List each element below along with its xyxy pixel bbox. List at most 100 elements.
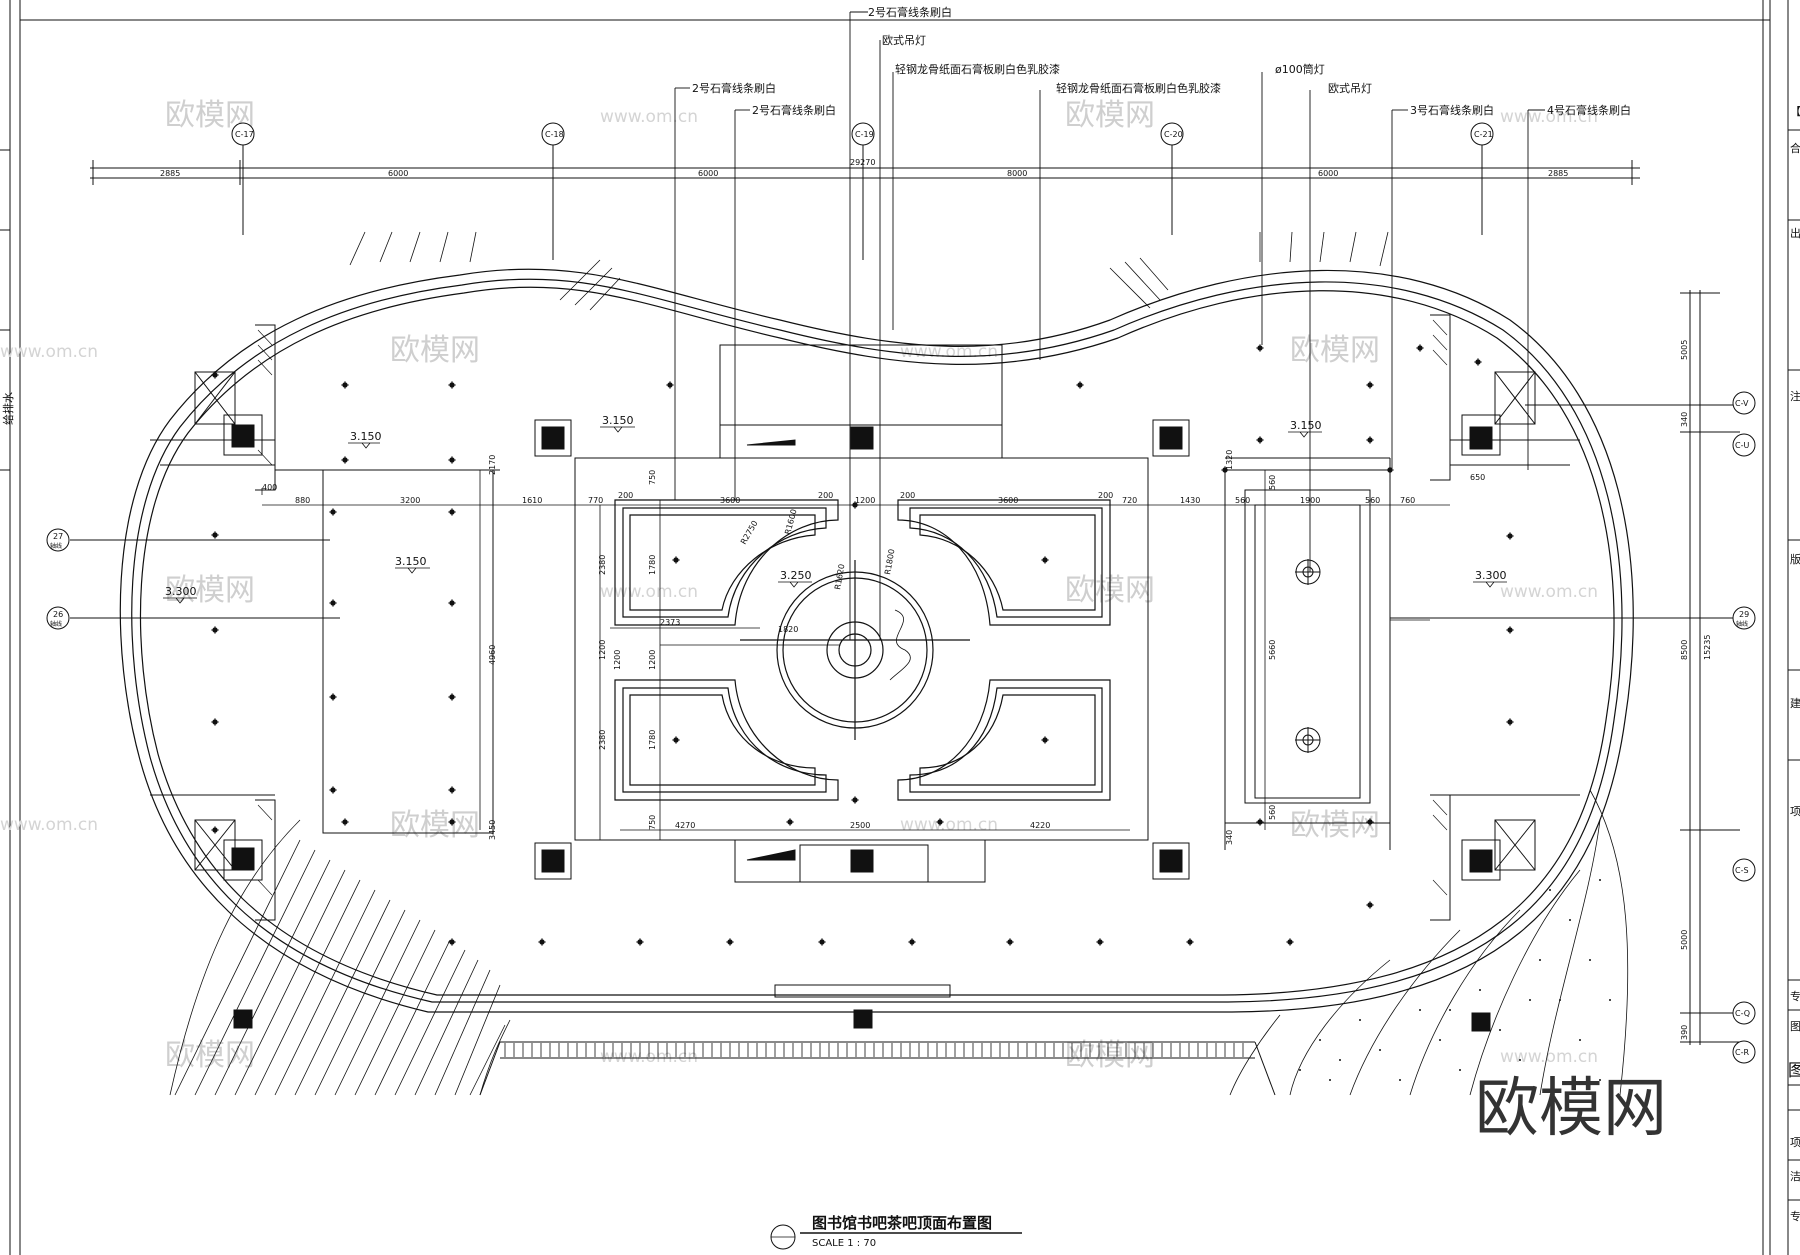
watermark: 欧模网 — [390, 808, 480, 843]
watermark-url: www.om.cn — [600, 107, 698, 127]
dim-top: 8000 — [1007, 169, 1027, 178]
axis-bubble — [541, 122, 565, 146]
ceiling-level: 3.150 — [395, 555, 427, 568]
axis-bubble — [851, 122, 875, 146]
column — [1159, 426, 1183, 450]
drawing-title-block: 图书馆书吧茶吧顶面布置图 SCALE 1 : 70 — [770, 1214, 1022, 1250]
axis-bubble — [1732, 1001, 1756, 1025]
dimension-values: 400 880 3200 1610 770 200 3600 200 1200 … — [262, 450, 1485, 845]
dim-top: 2885 — [1548, 169, 1568, 178]
dim-value: 1780 — [648, 730, 657, 750]
right-fixtures — [1295, 559, 1321, 753]
dim-value: 200 — [618, 491, 633, 500]
terrace-hatching — [169, 789, 1629, 1096]
axis-bubble — [1732, 391, 1756, 415]
watermark-url: www.om.cn — [0, 342, 98, 362]
callout-leaders — [674, 11, 1545, 640]
dim-value: 5660 — [1268, 640, 1277, 660]
dim-top: 6000 — [698, 169, 718, 178]
tb-9: 图 — [1788, 1061, 1800, 1081]
dim-right: 8500 — [1680, 640, 1689, 660]
column — [233, 1009, 253, 1029]
dim-right: 340 — [1680, 412, 1689, 427]
dim-value: 650 — [1470, 473, 1485, 482]
dim-value: 760 — [1400, 496, 1415, 505]
axis-label-left: 26 — [53, 610, 63, 619]
column — [853, 1009, 873, 1029]
callout-label: 轻钢龙骨纸面石膏板刷白色乳胶漆 — [895, 62, 1060, 76]
watermark-logo: 欧模网 — [1475, 1072, 1667, 1146]
dim-value: 4220 — [1030, 821, 1050, 830]
axis-label-right: C-R — [1735, 1048, 1749, 1057]
right-dimensions — [1525, 290, 1740, 1045]
axis-label-right: C-V — [1735, 399, 1749, 408]
callout-label: 2号石膏线条刷白 — [752, 103, 836, 117]
right-dim-values: 5005 340 8500 15235 5000 390 — [1680, 340, 1712, 1040]
ceiling-level: 3.150 — [350, 430, 382, 443]
dim-value: 200 — [818, 491, 833, 500]
axis-bubble — [46, 606, 70, 630]
dim-value: 340 — [1225, 830, 1234, 845]
watermark: 欧模网 — [165, 573, 255, 608]
column — [1471, 1012, 1491, 1032]
dim-value: 3200 — [400, 496, 420, 505]
dim-value: R1800 — [883, 548, 896, 575]
watermark-url: www.om.cn — [900, 815, 998, 835]
column — [1469, 426, 1493, 450]
axis-label-right: C-Q — [1735, 1009, 1750, 1018]
ceiling-level: 3.150 — [602, 414, 634, 427]
dim-value: 770 — [588, 496, 603, 505]
watermark-url: www.om.cn — [1500, 582, 1598, 602]
axis-label-right-mid: 29 — [1739, 610, 1749, 619]
panels-group — [614, 499, 1111, 801]
callout-label: 4号石膏线条刷白 — [1547, 103, 1631, 117]
dim-value: 2170 — [488, 455, 497, 475]
dim-value: 200 — [900, 491, 915, 500]
dim-value: R2750 — [739, 519, 760, 546]
side-label: 给排水 — [1, 392, 15, 425]
ceiling-level: 3.300 — [165, 585, 197, 598]
dim-value: 1610 — [522, 496, 542, 505]
column-cases — [223, 414, 1501, 881]
dim-value: 3600 — [998, 496, 1018, 505]
tb-8: 图 — [1790, 1020, 1800, 1033]
bottom-facade — [479, 984, 1276, 1096]
dim-top: 6000 — [1318, 169, 1338, 178]
tb-10: 项 — [1790, 1136, 1800, 1149]
tb-12: 专 — [1790, 1209, 1800, 1223]
left-ceiling-panel — [275, 469, 500, 834]
side-grid-axes: 27 轴线 26 轴线 29 轴线 — [46, 528, 1756, 630]
dim-value: 560 — [1365, 496, 1380, 505]
wall-hatch — [257, 319, 1448, 896]
callout-label: 欧式吊灯 — [1328, 82, 1372, 95]
column — [850, 426, 874, 450]
dim-value: R1620 — [833, 563, 846, 590]
tb-5: 建 — [1790, 696, 1800, 710]
watermark: 欧模网 — [1290, 333, 1380, 368]
dim-value: 750 — [648, 470, 657, 485]
dim-value: 1200 — [598, 640, 607, 660]
callout-label: 2号石膏线条刷白 — [868, 5, 952, 19]
watermark-url: www.om.cn — [1500, 107, 1598, 127]
central-ceiling — [574, 344, 1149, 883]
axis-sublabel: 轴线 — [50, 620, 62, 628]
dim-value: 560 — [1235, 496, 1250, 505]
top-hatching — [349, 231, 1389, 311]
dim-value: 1200 — [648, 650, 657, 670]
dim-value: 1320 — [1225, 450, 1234, 470]
dim-value: 200 — [1098, 491, 1113, 500]
dim-value: 3600 — [720, 496, 740, 505]
facade-ticks — [504, 1043, 1244, 1057]
axis-label-top: C-17 — [235, 130, 254, 139]
callout-label: ø100筒灯 — [1275, 62, 1325, 76]
dim-value: 4270 — [675, 821, 695, 830]
watermark: 欧模网 — [1290, 808, 1380, 843]
tb-1: 合 — [1790, 141, 1800, 155]
dim-value: 560 — [1268, 475, 1277, 490]
columns — [231, 424, 1493, 1032]
column — [1159, 849, 1183, 873]
tb-3: 注 — [1790, 389, 1800, 403]
dim-right: 390 — [1680, 1025, 1689, 1040]
axis-label-top: C-21 — [1474, 130, 1493, 139]
